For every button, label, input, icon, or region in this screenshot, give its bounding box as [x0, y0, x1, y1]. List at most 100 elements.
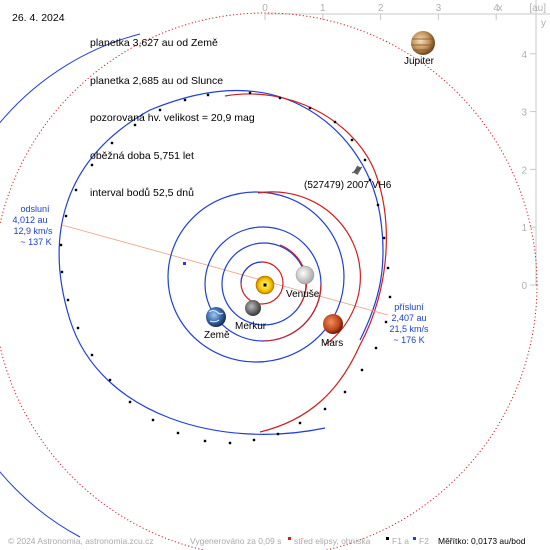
orbit-point — [298, 421, 302, 425]
orbit-point — [388, 295, 392, 299]
mars-label: Mars — [321, 338, 343, 349]
focus-f1-marker — [263, 283, 267, 287]
earth-label: Země — [204, 330, 230, 341]
info-line-interval: interval bodů 52,5 dnů — [90, 187, 194, 199]
orbit-point — [343, 390, 347, 394]
earth-clouds-icon — [208, 310, 224, 323]
footer-copyright: © 2024 Astronomia, astronomia.zcu.cz — [8, 536, 154, 546]
venus-label: Venuše — [286, 289, 320, 300]
aphelion-line-2: 12,9 km/s — [13, 226, 53, 236]
asteroid-marker-tick — [351, 166, 363, 174]
orbit-point — [323, 407, 327, 411]
asteroid-orbit-blue — [58, 89, 384, 435]
jupiter-label: Jupiter — [404, 56, 435, 67]
info-line-distance-sun: planetka 2,685 au od Slunce — [90, 74, 224, 87]
perihelion-line-1: 2,407 au — [391, 313, 426, 323]
y-tick-label: 0 — [521, 281, 527, 292]
mars-orbit-blue — [167, 191, 345, 363]
orbit-point — [59, 243, 63, 247]
orbit-point — [308, 106, 312, 110]
orbit-point — [151, 418, 155, 422]
mercury: Merkur — [235, 300, 267, 332]
orbit-point — [382, 236, 386, 240]
footer-generated: Vygenerováno za 0,09 s — [190, 536, 282, 546]
earth-orbit-red — [262, 283, 322, 342]
info-line-period: oběžná doba 5,751 let — [90, 149, 194, 162]
orbit-point — [64, 214, 68, 218]
footer-legend-f2: F2 — [419, 536, 429, 546]
asteroid-marker-icon — [353, 165, 362, 175]
y-axis-label: y — [541, 18, 546, 29]
orbit-point — [76, 326, 80, 330]
earth: Země — [204, 307, 230, 341]
jupiter: Jupiter — [404, 31, 435, 67]
footer-scale: Měřítko: 0,0173 au/bod — [438, 536, 526, 546]
jupiter-orbit — [0, 12, 538, 550]
orbit-point — [248, 91, 252, 95]
mercury-orbit-blue — [240, 261, 263, 284]
orbit-point — [384, 320, 388, 324]
orbit-point — [158, 108, 162, 112]
orbit-points — [59, 91, 392, 445]
orbit-point — [228, 441, 232, 445]
asteroid: (527479) 2007 VH6 — [304, 165, 392, 191]
x-tick-label: 1 — [320, 3, 326, 14]
mercury-icon — [245, 300, 261, 316]
date-label: 26. 4. 2024 — [12, 12, 65, 24]
orbit-point — [252, 438, 256, 442]
orbit-point — [376, 203, 380, 207]
legend-f1-marker — [386, 537, 389, 540]
axis-unit-label: [au] — [529, 3, 546, 14]
ellipse-center-marker — [183, 262, 186, 265]
orbit-point — [363, 158, 367, 162]
orbit-point — [276, 432, 280, 436]
mercury-label: Merkur — [235, 321, 267, 332]
sun — [255, 275, 275, 295]
perihelion-line-2: 21,5 km/s — [389, 324, 429, 334]
orbit-point — [108, 378, 112, 382]
orbit-point — [60, 270, 64, 274]
orbit-point — [206, 93, 210, 97]
orbit-point — [386, 266, 390, 270]
x-tick-label: 4 — [493, 3, 499, 14]
aphelion-line-0: odsluní — [20, 204, 50, 214]
orbit-point — [66, 298, 70, 302]
aphelion-info: odsluní 4,012 au 12,9 km/s ~ 137 K — [12, 204, 53, 247]
y-tick-label: 4 — [521, 50, 527, 61]
aphelion-line-1: 4,012 au — [12, 215, 47, 225]
legend-center-marker — [288, 537, 291, 540]
orbit-point — [90, 353, 94, 357]
jupiter-icon — [411, 31, 435, 55]
earth-icon — [206, 307, 226, 327]
orbit-point — [368, 178, 372, 182]
orbit-point — [74, 188, 78, 192]
asteroid-info: planetka 3,627 au od Země planetka 2,685… — [90, 12, 255, 212]
x-tick-label: 3 — [436, 3, 442, 14]
orbit-point — [110, 141, 114, 145]
orbit-point — [183, 98, 187, 102]
mars-icon — [323, 314, 343, 334]
orbit-point — [203, 439, 207, 443]
venus-icon — [295, 265, 315, 285]
orbit-point — [133, 123, 137, 127]
y-tick-label: 1 — [521, 223, 527, 234]
orbit-point — [374, 346, 378, 350]
venus: Venuše — [286, 265, 320, 300]
footer-legend-f1: F1 a — [392, 536, 410, 546]
orbit-point — [176, 431, 180, 435]
legend-f2-marker — [413, 537, 416, 540]
x-tick-label: 2 — [378, 3, 384, 14]
y-tick-label: 3 — [521, 108, 527, 119]
jupiter-bands-icon — [411, 38, 435, 51]
orbit-point — [128, 400, 132, 404]
jupiter-orbit-blue-arc — [0, 33, 141, 538]
orbit-point — [278, 96, 282, 100]
y-tick-label: 2 — [521, 165, 527, 176]
info-line-magnitude: pozorovaná hv. velikost = 20,9 mag — [90, 112, 255, 124]
orbit-point — [90, 163, 94, 167]
info-line-distance-earth: planetka 3,627 au od Země — [90, 37, 218, 49]
aphelion-line-3: ~ 137 K — [20, 237, 51, 247]
orbit-point — [333, 120, 337, 124]
